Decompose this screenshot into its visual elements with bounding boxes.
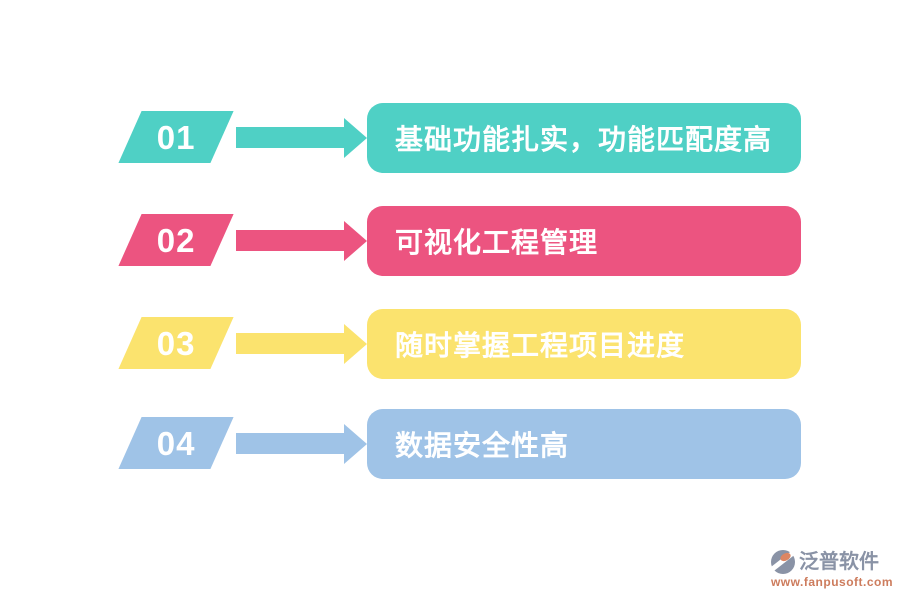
step-number-3: 03	[156, 324, 196, 362]
step-number-4: 04	[156, 424, 196, 462]
step-label-2: 可视化工程管理	[395, 227, 599, 258]
arrow-head-icon	[344, 221, 367, 261]
fanpu-logo-icon	[765, 547, 799, 575]
arrow-right-icon	[236, 230, 344, 251]
watermark-url: www.fanpusoft.com	[770, 575, 894, 589]
step-badge-1: 01	[118, 111, 234, 163]
arrow-head-icon	[344, 118, 367, 158]
watermark: 泛普软件 www.fanpusoft.com	[765, 547, 894, 589]
watermark-brand: 泛普软件	[799, 551, 879, 573]
step-badge-4: 04	[118, 417, 234, 469]
arrow-head-icon	[344, 424, 367, 464]
step-row-4: 04 数据安全性高	[0, 409, 900, 479]
step-pill-3: 随时掌握工程项目进度	[367, 309, 801, 379]
watermark-brand-row: 泛普软件	[765, 547, 894, 575]
step-row-3: 03 随时掌握工程项目进度	[0, 309, 900, 379]
step-pill-2: 可视化工程管理	[367, 206, 801, 276]
step-label-3: 随时掌握工程项目进度	[395, 330, 686, 361]
step-label-4: 数据安全性高	[395, 430, 570, 461]
arrow-right-icon	[236, 333, 344, 354]
arrow-right-icon	[236, 433, 344, 454]
arrow-head-icon	[344, 324, 367, 364]
step-badge-3: 03	[118, 317, 234, 369]
step-row-1: 01 基础功能扎实，功能匹配度高	[0, 103, 900, 173]
step-number-1: 01	[156, 118, 196, 156]
step-pill-4: 数据安全性高	[367, 409, 801, 479]
step-pill-1: 基础功能扎实，功能匹配度高	[367, 103, 801, 173]
step-number-2: 02	[156, 221, 196, 259]
step-badge-2: 02	[118, 214, 234, 266]
step-row-2: 02 可视化工程管理	[0, 206, 900, 276]
arrow-right-icon	[236, 127, 344, 148]
step-label-1: 基础功能扎实，功能匹配度高	[395, 124, 773, 155]
